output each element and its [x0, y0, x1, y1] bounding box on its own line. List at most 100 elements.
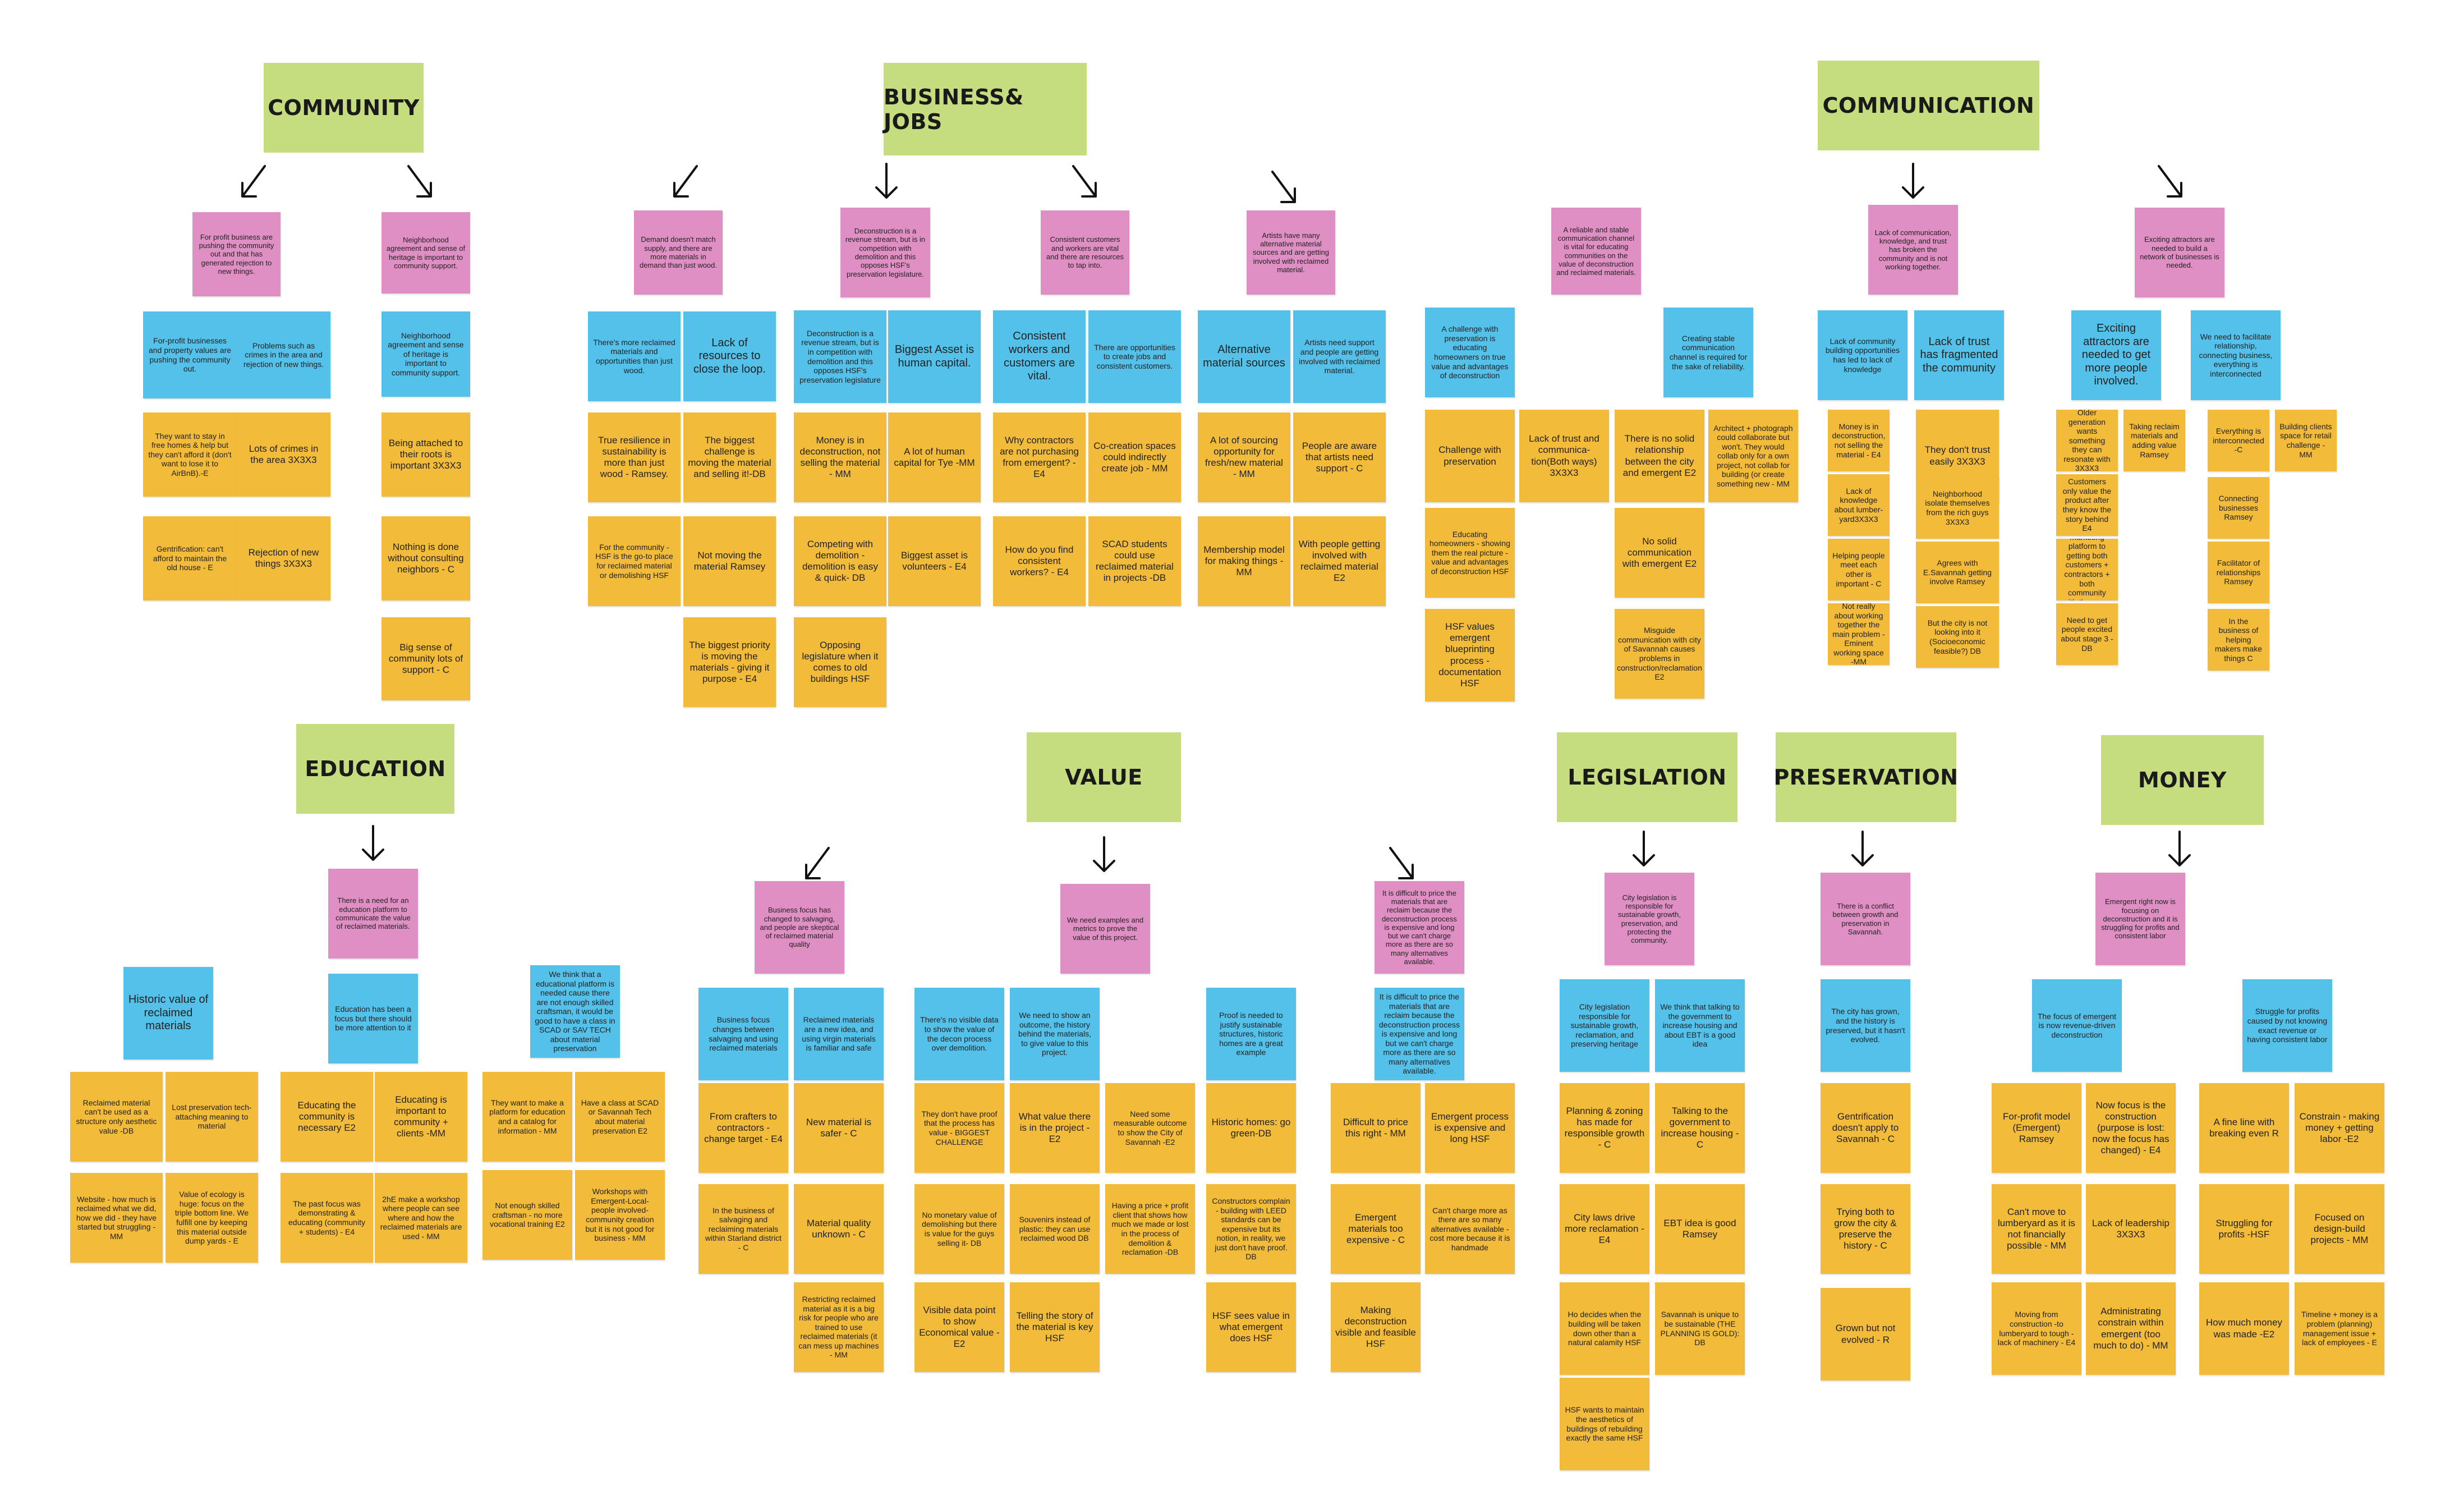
value-observation-sticky-note[interactable]: In the business of salvaging and reclaim… [698, 1184, 788, 1274]
community-observation-sticky-note[interactable]: Being attached to their roots is importa… [381, 412, 470, 497]
money-observation-sticky-note[interactable]: Moving from construction -to lumberyard … [1992, 1282, 2081, 1375]
education-observation-sticky-note[interactable]: They want to make a platform for educati… [482, 1072, 572, 1162]
value-observation-sticky-note[interactable]: Material quality unknown - C [794, 1184, 884, 1274]
business-theme-sticky-note[interactable]: Lack of resources to close the loop. [683, 311, 776, 401]
communication-observation-sticky-note[interactable]: Connecting businesses Ramsey [2208, 477, 2269, 539]
communication-observation-sticky-note[interactable]: Helping people meet each other is import… [1828, 539, 1890, 600]
community-theme-sticky-note[interactable]: Neighborhood agreement and sense of heri… [381, 311, 470, 397]
community-observation-sticky-note[interactable]: Big sense of community lots of support -… [381, 617, 470, 700]
value-observation-sticky-note[interactable]: Emergent process is expensive and long H… [1425, 1083, 1515, 1173]
legislation-observation-sticky-note[interactable]: EBT idea is good Ramsey [1655, 1184, 1745, 1274]
value-theme-sticky-note[interactable]: There's no visible data to show the valu… [914, 988, 1004, 1080]
communication-observation-sticky-note[interactable]: Everything is interconnected -C [2208, 410, 2269, 471]
community-observation-sticky-note[interactable]: Rejection of new things 3X3X3 [237, 516, 330, 600]
community-theme-sticky-note[interactable]: For-profit businesses and property value… [143, 311, 237, 398]
legislation-observation-sticky-note[interactable]: HSF wants to maintain the aesthetics of … [1560, 1378, 1649, 1470]
business-observation-sticky-note[interactable]: A lot of human capital for Tye -MM [888, 412, 981, 502]
value-theme-sticky-note[interactable]: It is difficult to price the materials t… [1374, 988, 1464, 1080]
value-observation-sticky-note[interactable]: Emergent materials too expensive - C [1331, 1184, 1421, 1274]
business-theme-sticky-note[interactable]: Deconstruction is a revenue stream, but … [794, 310, 886, 403]
money-theme-sticky-note[interactable]: Struggle for profits caused by not knowi… [2242, 979, 2332, 1072]
value-insight-sticky-note[interactable]: We need examples and metrics to prove th… [1060, 884, 1150, 974]
communication-observation-sticky-note[interactable]: Lack of knowledge about lumber-yard3X3X3 [1828, 474, 1890, 536]
value-theme-sticky-note[interactable]: Proof is needed to justify sustainable s… [1206, 988, 1296, 1080]
value-observation-sticky-note[interactable]: Historic homes: go green-DB [1206, 1083, 1296, 1173]
community-observation-sticky-note[interactable]: Lots of crimes in the area 3X3X3 [237, 412, 330, 497]
communication-observation-sticky-note[interactable]: Money is in deconstruction, not selling … [1828, 410, 1890, 471]
education-observation-sticky-note[interactable]: Value of ecology is huge: focus on the t… [166, 1173, 258, 1263]
preservation-observation-sticky-note[interactable]: Grown but not evolved - R [1821, 1288, 1910, 1381]
money-observation-sticky-note[interactable]: For-profit model (Emergent) Ramsey [1992, 1083, 2081, 1173]
value-theme-sticky-note[interactable]: Business focus changes between salvaging… [698, 988, 788, 1080]
business-observation-sticky-note[interactable]: The biggest priority is moving the mater… [683, 617, 776, 707]
legislation-theme-sticky-note[interactable]: We think that talking to the government … [1655, 979, 1745, 1072]
communication-observation-sticky-note[interactable]: Facilitator of relationships Ramsey [2208, 542, 2269, 603]
business-observation-sticky-note[interactable]: Membership model for making things -MM [1198, 516, 1290, 606]
legislation-insight-sticky-note[interactable]: City legislation is responsible for sust… [1605, 873, 1694, 965]
business-observation-sticky-note[interactable]: Competing with demolition - demolition i… [794, 516, 886, 606]
money-observation-sticky-note[interactable]: Administrating constrain within emergent… [2086, 1282, 2176, 1375]
business-observation-sticky-note[interactable]: True resilience in sustainability is mor… [588, 412, 681, 502]
communication-theme-sticky-note[interactable]: Lack of community building opportunities… [1818, 310, 1907, 400]
education-theme-sticky-note[interactable]: Historic value of reclaimed materials [123, 967, 213, 1060]
business-observation-sticky-note[interactable]: Money is in deconstruction, not selling … [794, 412, 886, 502]
community-insight-sticky-note[interactable]: For profit business are pushing the comm… [192, 212, 281, 296]
business-theme-sticky-note[interactable]: Consistent workers and customers are vit… [993, 310, 1086, 403]
legislation-theme-sticky-note[interactable]: City legislation responsible for sustain… [1560, 979, 1649, 1072]
value-observation-sticky-note[interactable]: Making deconstruction visible and feasib… [1331, 1282, 1421, 1372]
communication-observation-sticky-note[interactable]: Lack of trust and communica-tion(Both wa… [1519, 410, 1609, 502]
money-observation-sticky-note[interactable]: Now focus is the construction (purpose i… [2086, 1083, 2176, 1173]
preservation-theme-sticky-note[interactable]: The city has grown, and the history is p… [1821, 979, 1910, 1072]
communication-theme-sticky-note[interactable]: We need to facilitate relationship, conn… [2191, 310, 2281, 400]
business-observation-sticky-note[interactable]: Co-creation spaces could indirectly crea… [1088, 412, 1181, 502]
value-observation-sticky-note[interactable]: Telling the story of the material is key… [1010, 1282, 1100, 1372]
value-observation-sticky-note[interactable]: Souvenirs instead of plastic: they can u… [1010, 1184, 1100, 1274]
money-theme-sticky-note[interactable]: The focus of emergent is now revenue-dri… [2032, 979, 2122, 1072]
communication-observation-sticky-note[interactable]: Agrees with E.Savannah getting involve R… [1916, 542, 1999, 603]
business-theme-sticky-note[interactable]: There are opportunities to create jobs a… [1088, 310, 1181, 403]
value-observation-sticky-note[interactable]: What value there is in the project -E2 [1010, 1083, 1100, 1173]
money-observation-sticky-note[interactable]: Struggling for profits -HSF [2199, 1184, 2289, 1274]
education-observation-sticky-note[interactable]: Workshops with Emergent-Local-people inv… [575, 1170, 665, 1260]
money-observation-sticky-note[interactable]: Can't move to lumberyard as it is not fi… [1992, 1184, 2081, 1274]
education-observation-sticky-note[interactable]: Reclaimed material can't be used as a st… [70, 1072, 163, 1162]
business-insight-sticky-note[interactable]: Artists have many alternative material s… [1247, 210, 1335, 295]
legislation-observation-sticky-note[interactable]: Planning & zoning has made for responsib… [1560, 1083, 1649, 1173]
business-observation-sticky-note[interactable]: A lot of sourcing opportunity for fresh/… [1198, 412, 1290, 502]
money-insight-sticky-note[interactable]: Emergent right now is focusing on decons… [2095, 873, 2185, 965]
business-observation-sticky-note[interactable]: SCAD students could use reclaimed materi… [1088, 516, 1181, 606]
communication-theme-sticky-note[interactable]: A challenge with preservation is educati… [1425, 308, 1515, 397]
community-observation-sticky-note[interactable]: Nothing is done without consulting neigh… [381, 516, 470, 600]
legislation-observation-sticky-note[interactable]: Talking to the government to increase ho… [1655, 1083, 1745, 1173]
community-observation-sticky-note[interactable]: They want to stay in free homes & help b… [143, 412, 237, 497]
business-observation-sticky-note[interactable]: How do you find consistent workers? - E4 [993, 516, 1086, 606]
communication-observation-sticky-note[interactable]: There is no solid relationship between t… [1615, 410, 1704, 502]
money-observation-sticky-note[interactable]: A fine line with breaking even R [2199, 1083, 2289, 1173]
education-observation-sticky-note[interactable]: Educating is important to community + cl… [375, 1072, 467, 1162]
education-observation-sticky-note[interactable]: The past focus was demonstrating & educa… [281, 1173, 373, 1263]
value-observation-sticky-note[interactable]: They don't have proof that the process h… [914, 1083, 1004, 1173]
community-insight-sticky-note[interactable]: Neighborhood agreement and sense of heri… [381, 212, 470, 294]
communication-observation-sticky-note[interactable]: But the city is not looking into it (Soc… [1916, 606, 1999, 668]
education-theme-sticky-note[interactable]: We think that a educational platform is … [530, 965, 620, 1058]
value-observation-sticky-note[interactable]: From crafters to contractors - change ta… [698, 1083, 788, 1173]
communication-insight-sticky-note[interactable]: Lack of communication, knowledge, and tr… [1868, 205, 1958, 295]
education-observation-sticky-note[interactable]: Have a class at SCAD or Savannah Tech ab… [575, 1072, 665, 1162]
communication-observation-sticky-note[interactable]: Need to get people excited about stage 3… [2056, 603, 2118, 665]
money-observation-sticky-note[interactable]: How much money was made -E2 [2199, 1282, 2289, 1375]
communication-observation-sticky-note[interactable]: In the business of helping makers make t… [2208, 609, 2269, 671]
legislation-observation-sticky-note[interactable]: Ho decides when the building will be tak… [1560, 1282, 1649, 1375]
community-theme-sticky-note[interactable]: Problems such as crimes in the area and … [237, 311, 330, 398]
business-observation-sticky-note[interactable]: Not moving the material Ramsey [683, 516, 776, 606]
value-observation-sticky-note[interactable]: Having a price + profit client that show… [1105, 1184, 1195, 1274]
communication-observation-sticky-note[interactable]: Need a good marketing platform to gettin… [2056, 539, 2118, 600]
communication-theme-sticky-note[interactable]: Lack of trust has fragmented the communi… [1914, 310, 2004, 400]
business-insight-sticky-note[interactable]: Consistent customers and workers are vit… [1041, 210, 1129, 295]
business-theme-sticky-note[interactable]: Alternative material sources [1198, 310, 1290, 403]
value-observation-sticky-note[interactable]: Difficult to price this right - MM [1331, 1083, 1421, 1173]
value-observation-sticky-note[interactable]: No monetary value of demolishing but the… [914, 1184, 1004, 1274]
communication-observation-sticky-note[interactable]: Challenge with preservation [1425, 410, 1515, 502]
communication-observation-sticky-note[interactable]: HSF values emergent blueprinting process… [1425, 609, 1515, 701]
business-observation-sticky-note[interactable]: Why contractors are not purchasing from … [993, 412, 1086, 502]
communication-insight-sticky-note[interactable]: Exciting attractors are needed to build … [2135, 208, 2224, 297]
